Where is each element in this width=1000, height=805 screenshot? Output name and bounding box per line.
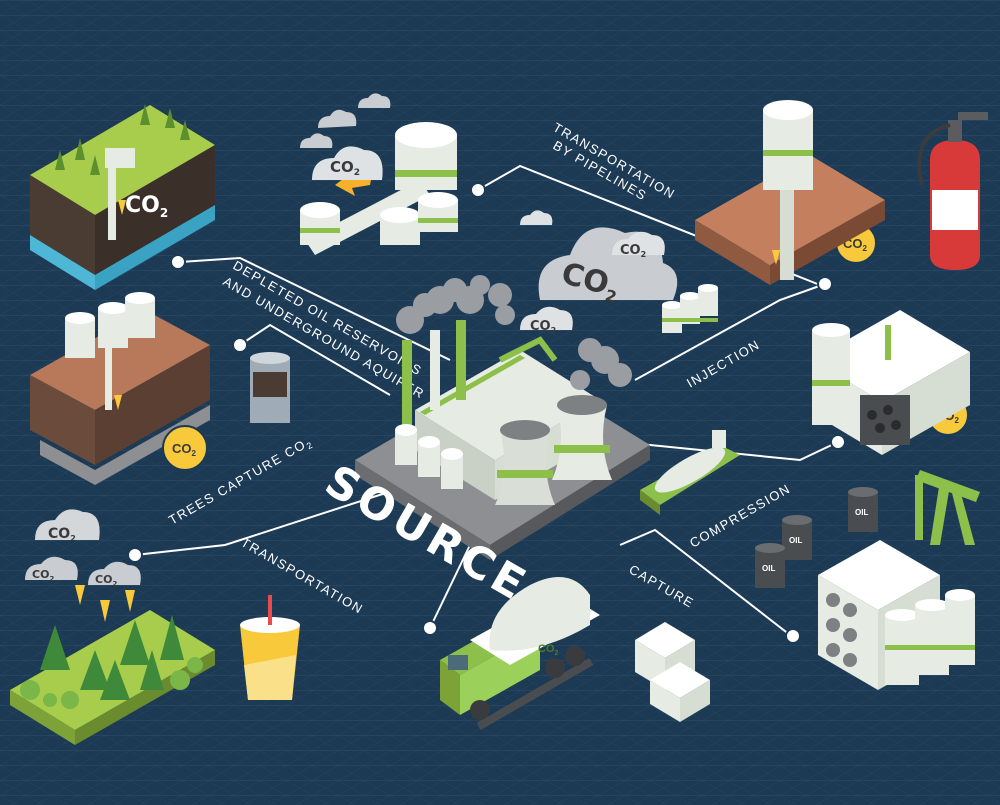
oil-label-2: OIL (789, 536, 802, 545)
node-compression (831, 435, 845, 449)
node-trees (128, 548, 142, 562)
sample-beaker (250, 352, 290, 423)
node-reservoirs-lower (233, 338, 247, 352)
oil-label-3: OIL (762, 564, 775, 573)
node-transportation (423, 621, 437, 635)
node-capture (786, 629, 800, 643)
co2-badge-reservoir: CO2 (163, 426, 207, 470)
node-injection (818, 277, 832, 291)
oil-label-1: OIL (855, 508, 868, 517)
node-reservoirs-upper (171, 255, 185, 269)
node-pipelines (471, 183, 485, 197)
